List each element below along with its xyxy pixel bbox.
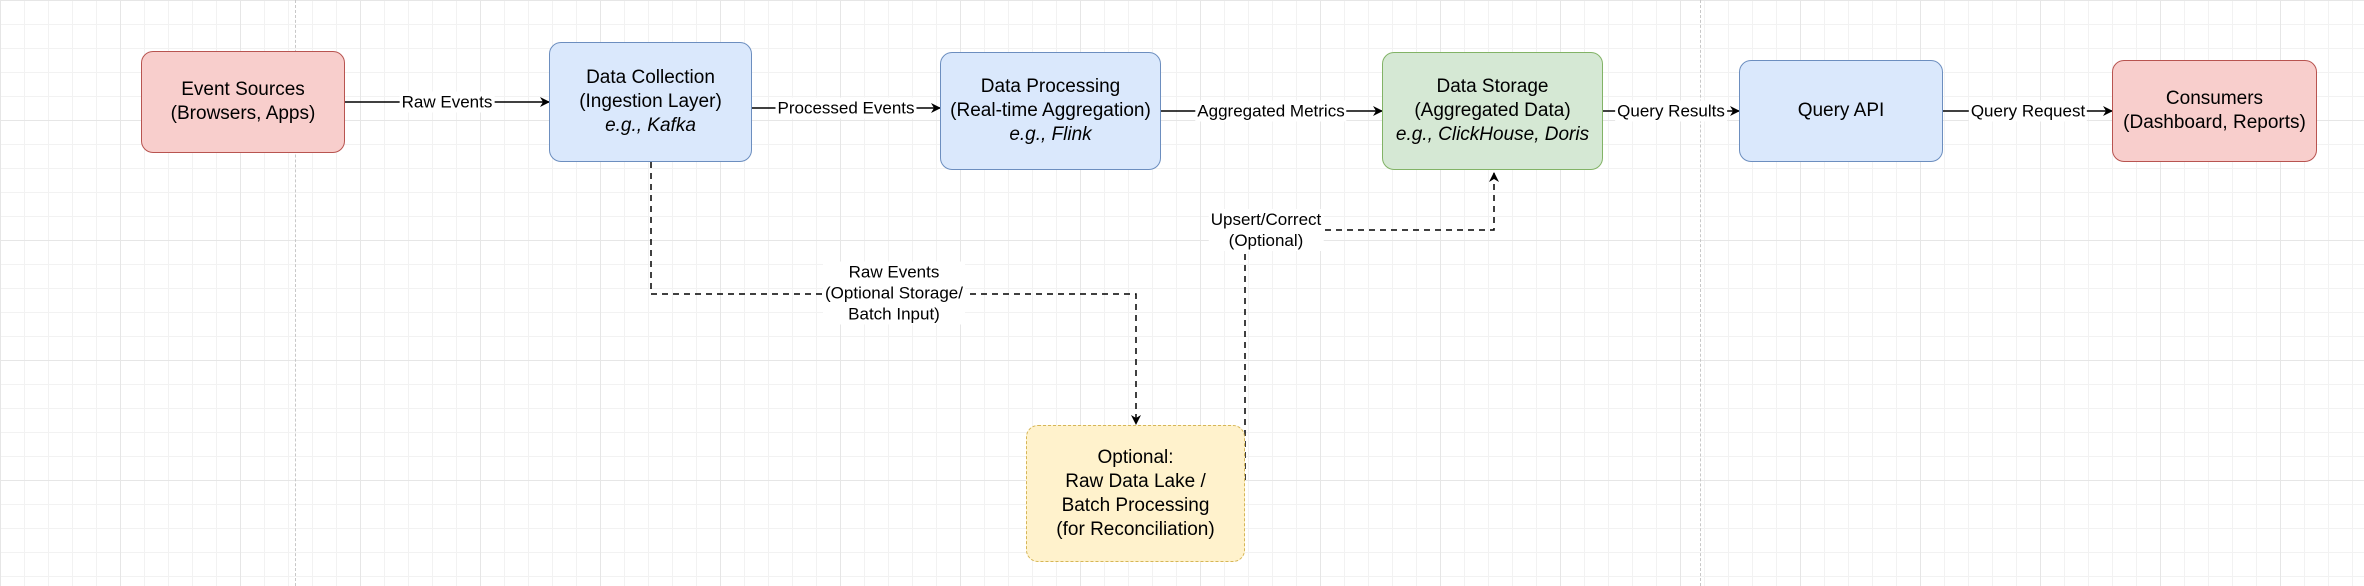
edge-label-raw-events: Raw Events <box>399 91 495 113</box>
node-data-processing-example: e.g., Flink <box>1009 124 1092 145</box>
page-break-guide-left <box>295 0 296 586</box>
edge-label-raw-events-optional-line2: (Optional Storage/ <box>825 283 963 303</box>
node-consumers[interactable]: Consumers (Dashboard, Reports) <box>2112 60 2317 162</box>
edge-label-aggregated-metrics: Aggregated Metrics <box>1195 100 1347 122</box>
node-event-sources-title: Event Sources <box>181 79 305 100</box>
node-data-processing[interactable]: Data Processing (Real-time Aggregation) … <box>940 52 1161 170</box>
edge-label-raw-events-optional-line3: Batch Input) <box>848 304 940 324</box>
edge-label-upsert-correct: Upsert/Correct (Optional) <box>1208 209 1324 251</box>
node-optional-line2: Raw Data Lake / <box>1065 470 1206 492</box>
edge-label-query-request: Query Request <box>1968 100 2088 122</box>
edge-label-raw-events-optional: Raw Events (Optional Storage/ Batch Inpu… <box>823 261 965 325</box>
node-query-api[interactable]: Query API <box>1739 60 1943 162</box>
node-data-processing-subtitle: (Real-time Aggregation) <box>950 100 1151 121</box>
edge-label-processed-events: Processed Events <box>775 97 917 119</box>
node-data-storage-subtitle: (Aggregated Data) <box>1414 100 1571 121</box>
node-consumers-subtitle: (Dashboard, Reports) <box>2123 112 2306 133</box>
node-optional-label: Optional: <box>1097 446 1174 468</box>
edge-label-upsert-correct-line1: Upsert/Correct <box>1210 210 1322 229</box>
node-optional-raw-data-lake[interactable]: Optional: Raw Data Lake / Batch Processi… <box>1026 425 1245 562</box>
node-data-storage[interactable]: Data Storage (Aggregated Data) e.g., Cli… <box>1382 52 1603 170</box>
edge-upsert-correct[interactable] <box>1244 172 1499 480</box>
node-data-storage-title: Data Storage <box>1436 76 1549 97</box>
node-event-sources[interactable]: Event Sources (Browsers, Apps) <box>141 51 345 153</box>
node-event-sources-subtitle: (Browsers, Apps) <box>170 103 316 124</box>
node-query-api-title: Query API <box>1797 100 1885 121</box>
node-data-collection-example: e.g., Kafka <box>605 115 696 136</box>
page-break-guide-right <box>1700 0 1701 586</box>
node-optional-line4: (for Reconciliation) <box>1056 518 1215 540</box>
edge-label-upsert-correct-line2: (Optional) <box>1228 231 1304 250</box>
node-consumers-title: Consumers <box>2165 88 2264 109</box>
node-data-collection-subtitle: (Ingestion Layer) <box>579 91 722 112</box>
edge-label-query-results: Query Results <box>1615 100 1727 122</box>
node-data-collection[interactable]: Data Collection (Ingestion Layer) e.g., … <box>549 42 752 162</box>
node-data-collection-title: Data Collection <box>586 67 715 88</box>
node-optional-line3: Batch Processing <box>1061 494 1210 516</box>
node-data-storage-example: e.g., ClickHouse, Doris <box>1395 124 1590 145</box>
node-data-processing-title: Data Processing <box>980 76 1121 97</box>
edge-label-raw-events-optional-line1: Raw Events <box>848 262 940 282</box>
